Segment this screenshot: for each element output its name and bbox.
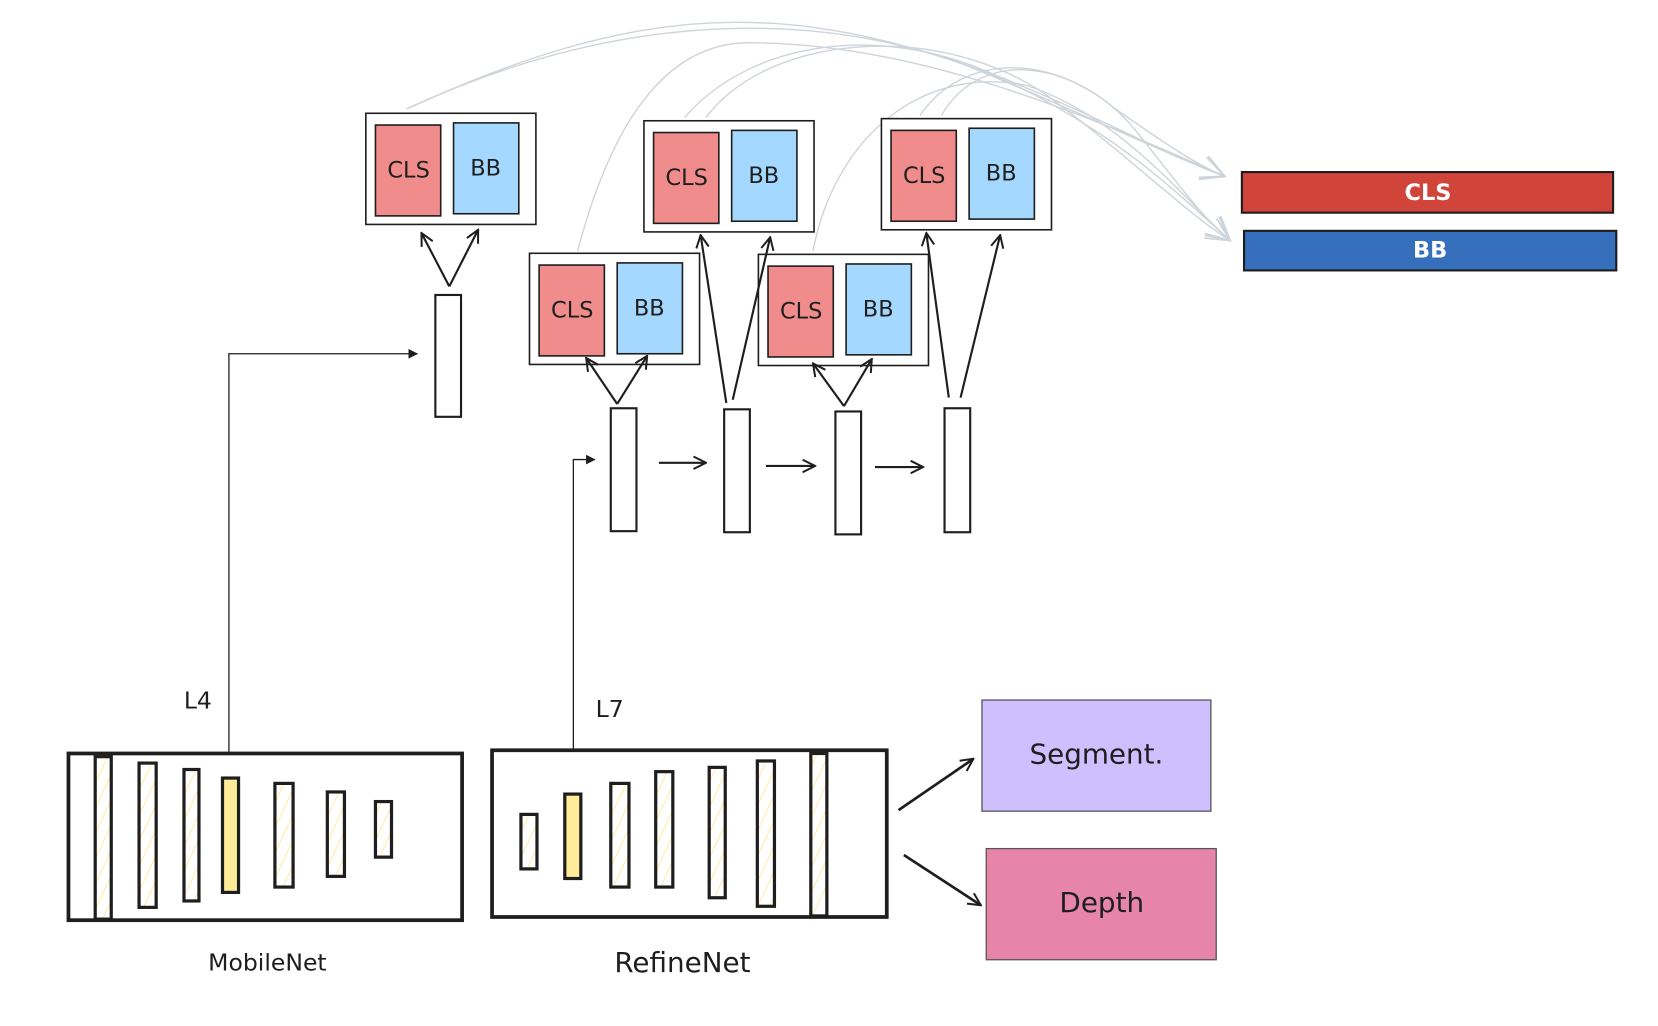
cls-head-label: CLS xyxy=(780,299,822,325)
refinenet-label: RefineNet xyxy=(614,946,750,979)
layer-6 xyxy=(755,759,777,908)
feature-map-1 xyxy=(434,293,463,418)
depth-label: Depth xyxy=(1059,886,1144,919)
l7-tap-label: L7 xyxy=(596,695,624,723)
bb-head-label: BB xyxy=(863,296,894,322)
layer-7 xyxy=(373,799,394,859)
bb-head xyxy=(845,263,913,356)
layer-5 xyxy=(273,781,295,889)
layer-6 xyxy=(325,790,347,878)
arrows xyxy=(228,230,1000,905)
cls-head-label: CLS xyxy=(387,158,429,184)
cls-head xyxy=(652,131,720,225)
refinenet-backbone: RefineNet L7 xyxy=(490,695,889,979)
layer-4 xyxy=(654,770,675,889)
detection-head-1: CLS BB xyxy=(365,112,537,226)
bb-head xyxy=(968,127,1036,220)
cls-head-label: CLS xyxy=(666,165,708,191)
layer-2 xyxy=(137,761,158,909)
cls-head xyxy=(374,124,442,217)
l4-tap-label: L4 xyxy=(184,687,212,715)
cls-head xyxy=(538,264,606,357)
detection-head-4: CLS BB xyxy=(528,252,701,366)
segment-label: Segment. xyxy=(1029,738,1163,771)
depth-task: Depth xyxy=(985,847,1217,961)
bb-head xyxy=(616,262,684,355)
cls-head-label: CLS xyxy=(903,163,945,189)
tapped-layer xyxy=(220,776,241,895)
detection-head-2: CLS BB xyxy=(643,119,815,233)
feature-map-3 xyxy=(723,408,751,534)
layer-7 xyxy=(809,751,829,918)
bb-head-label: BB xyxy=(986,161,1017,187)
bb-head xyxy=(730,129,798,223)
cls-head xyxy=(767,265,835,358)
layer-3 xyxy=(609,781,631,889)
output-bb-label: BB xyxy=(1413,238,1447,264)
layer-1 xyxy=(93,755,113,921)
mobilenet-label: MobileNet xyxy=(208,949,326,977)
segment-task: Segment. xyxy=(981,699,1212,812)
feature-maps xyxy=(434,293,972,536)
layer-1 xyxy=(519,812,539,871)
feature-map-2 xyxy=(609,407,638,533)
feature-map-4 xyxy=(834,410,863,536)
detection-head-3: CLS BB xyxy=(880,117,1053,231)
output-cls-label: CLS xyxy=(1405,180,1452,206)
bb-head-label: BB xyxy=(748,163,779,189)
bb-head-label: BB xyxy=(470,155,501,181)
cls-head xyxy=(890,129,958,223)
output-bb-bar: BB xyxy=(1242,229,1618,272)
mobilenet-backbone: MobileNet L4 xyxy=(66,687,464,977)
detection-head-5: CLS BB xyxy=(757,253,930,367)
layer-5 xyxy=(707,765,727,900)
cls-head-label: CLS xyxy=(551,298,593,324)
output-connectors xyxy=(406,21,1232,252)
layer-3 xyxy=(182,767,201,903)
bb-head xyxy=(452,122,520,215)
bb-head-label: BB xyxy=(634,295,665,321)
feature-map-5 xyxy=(943,407,972,534)
tapped-layer xyxy=(563,792,583,881)
output-cls-bar: CLS xyxy=(1240,171,1615,214)
